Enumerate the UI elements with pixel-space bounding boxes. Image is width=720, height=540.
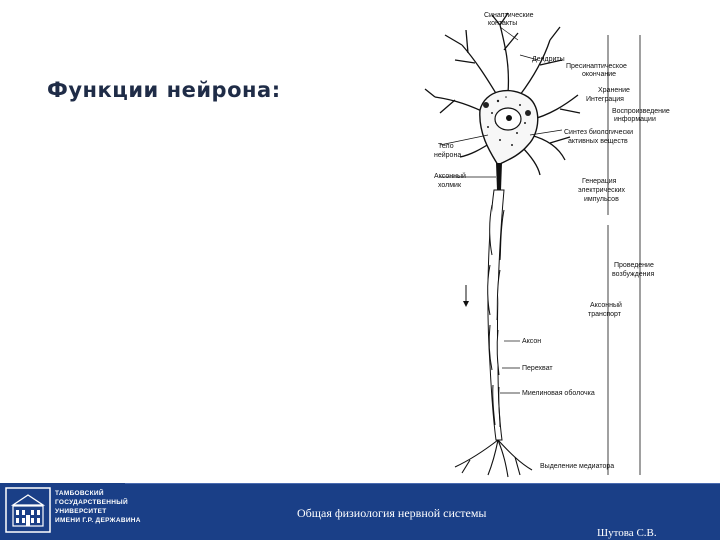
nucleolus-shape bbox=[506, 115, 512, 121]
university-logo bbox=[5, 487, 125, 535]
label-axonal-transport-1: Аксонный bbox=[590, 301, 622, 309]
label-node: Перехват bbox=[522, 365, 553, 372]
label-cell-body-2: нейрона bbox=[434, 151, 461, 159]
author-name: Шутова С.В. bbox=[597, 527, 657, 539]
label-conduction-1: Проведение bbox=[614, 262, 654, 269]
neuron-drawing: Тело нейрона Аксонный холмик Синаптическ… bbox=[424, 12, 670, 478]
label-conduction-2: возбуждения bbox=[612, 270, 654, 278]
course-title: Общая физиология нервной системы bbox=[297, 506, 487, 520]
label-mediator-release: Выделение медиатора bbox=[540, 463, 614, 470]
label-generation-1: Генерация bbox=[582, 178, 617, 185]
label-generation-2: электрических bbox=[578, 187, 626, 194]
label-synthesis-2: активных веществ bbox=[568, 138, 628, 145]
label-presynaptic-1: Пресинаптическое bbox=[566, 63, 627, 70]
label-axon-hillock-1: Аксонный bbox=[434, 172, 466, 180]
axon-shape bbox=[487, 189, 505, 441]
down-arrowhead bbox=[463, 301, 469, 307]
label-reproduction-2: информации bbox=[614, 116, 656, 123]
label-synaptic-1: Синаптические bbox=[484, 12, 534, 19]
axon-hillock-shape bbox=[496, 163, 502, 190]
label-integration: Интеграция bbox=[586, 96, 624, 103]
label-dendrites: Дендриты bbox=[532, 56, 565, 63]
label-axon-hillock-2: холмик bbox=[438, 182, 462, 189]
university-building-icon bbox=[5, 487, 51, 533]
footer-bar bbox=[0, 483, 720, 540]
label-cell-body-1: Тело bbox=[438, 143, 454, 150]
university-name-line-3: УНИВЕРСИТЕТ bbox=[55, 508, 107, 515]
label-myelin: Миелиновая оболочка bbox=[522, 389, 595, 397]
university-name-line-2: ГОСУДАРСТВЕННЫЙ bbox=[55, 499, 128, 506]
label-synaptic-2: контакты bbox=[488, 20, 517, 27]
axon-terminals-shape bbox=[454, 439, 533, 478]
university-name-line-1: ТАМБОВСКИЙ bbox=[55, 490, 104, 497]
university-name: ТАМБОВСКИЙ ГОСУДАРСТВЕННЫЙ УНИВЕРСИТЕТ И… bbox=[55, 489, 141, 525]
footer-divider bbox=[125, 483, 720, 484]
label-synthesis-1: Синтез биологически bbox=[564, 128, 633, 136]
function-scale bbox=[607, 35, 641, 475]
university-name-line-4: ИМЕНИ Г.Р. ДЕРЖАВИНА bbox=[55, 517, 141, 524]
label-generation-3: импульсов bbox=[584, 196, 619, 203]
neuron-diagram: Тело нейрона Аксонный холмик Синаптическ… bbox=[400, 5, 683, 481]
label-presynaptic-2: окончание bbox=[582, 71, 616, 78]
label-axonal-transport-2: транспорт bbox=[588, 311, 622, 318]
label-storage: Хранение bbox=[598, 87, 630, 94]
slide-title: Функции нейрона: bbox=[47, 78, 281, 102]
label-axon: Аксон bbox=[522, 338, 541, 345]
pointer-lines bbox=[439, 26, 563, 394]
label-reproduction-1: Воспроизведение bbox=[612, 108, 670, 115]
